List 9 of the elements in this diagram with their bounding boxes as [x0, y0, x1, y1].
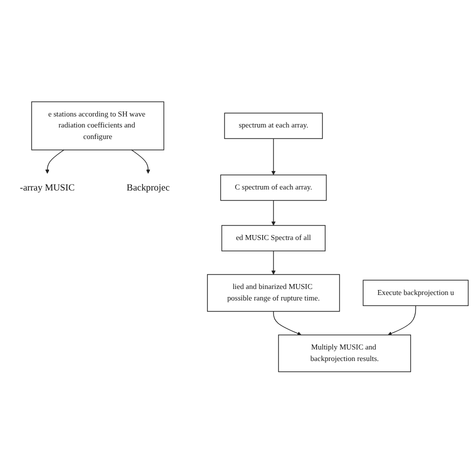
arrow [271, 250, 276, 275]
arrow [271, 200, 276, 226]
arrow [271, 138, 276, 176]
node-text: Backprojec [126, 182, 170, 194]
node-text: -array MUSIC [20, 182, 75, 194]
arrow [45, 150, 64, 174]
arrow [388, 306, 416, 336]
arrow [273, 311, 302, 336]
arrow [131, 150, 150, 174]
